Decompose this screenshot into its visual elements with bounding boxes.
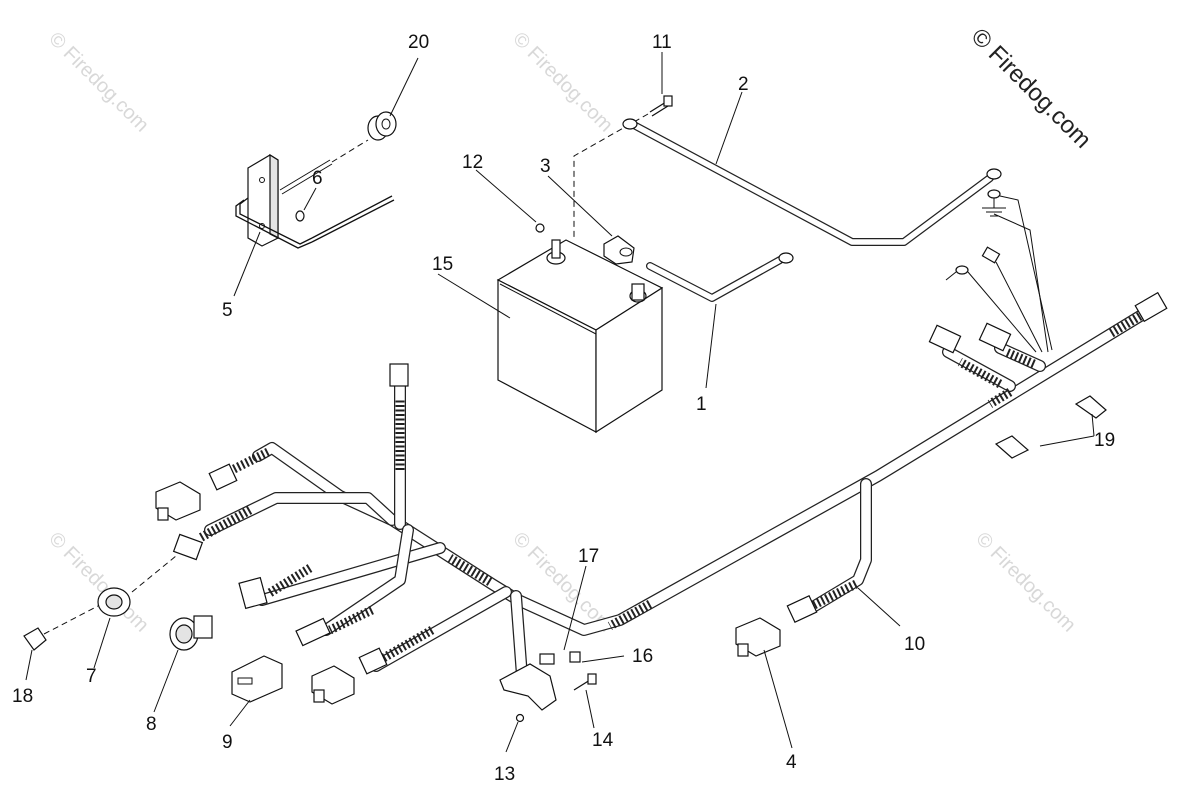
callout-1: 1 — [696, 394, 707, 415]
callout-12: 12 — [462, 152, 483, 173]
callout-19: 19 — [1094, 430, 1115, 451]
hour-meter — [231, 655, 283, 703]
callout-3: 3 — [540, 156, 551, 177]
callout-10: 10 — [904, 634, 925, 655]
harness-connectors — [172, 291, 1168, 675]
ignition-switch — [97, 555, 177, 617]
callout-16: 16 — [632, 646, 653, 667]
relay-left-bottom — [311, 665, 355, 705]
ignition-key — [23, 605, 99, 651]
bolt-11 — [573, 95, 673, 238]
callout-11: 11 — [652, 32, 672, 53]
relay-left-top — [155, 481, 201, 521]
callout-18: 18 — [12, 686, 33, 707]
bolt-12 — [535, 223, 545, 233]
positive-cable — [646, 252, 794, 302]
watermark-top-left: © Firedog.com — [44, 28, 153, 137]
callout-13: 13 — [494, 764, 515, 785]
ground-cable — [622, 118, 1002, 246]
leader-lines — [25, 52, 1095, 753]
grommet — [367, 111, 397, 141]
terminal-cover — [603, 235, 635, 265]
watermark-bottom-left: © Firedog.com — [44, 528, 153, 637]
indicator-lamp — [169, 615, 213, 651]
callout-15: 15 — [432, 254, 453, 275]
watermark-bottom-right: © Firedog.com — [971, 528, 1080, 637]
callout-7: 7 — [86, 666, 97, 687]
ground-pigtails — [945, 189, 1053, 353]
callout-2: 2 — [738, 74, 749, 95]
callout-4: 4 — [786, 752, 797, 773]
watermark-main: © Firedog.com — [966, 23, 1097, 154]
mounting-bracket — [235, 139, 395, 249]
main-harness — [197, 304, 1156, 682]
watermark-top-center: © Firedog.com — [508, 28, 617, 137]
relay-right — [735, 617, 781, 657]
fuse-holder — [499, 651, 597, 723]
callout-20: 20 — [408, 32, 429, 53]
callout-6: 6 — [312, 168, 323, 189]
battery — [496, 239, 664, 434]
harness-clips — [994, 395, 1107, 459]
callout-9: 9 — [222, 732, 233, 753]
callout-14: 14 — [592, 730, 614, 751]
callout-numbers: 20 11 2 12 3 6 15 5 1 19 17 16 10 7 18 8… — [12, 32, 1115, 785]
callout-17: 17 — [578, 546, 599, 567]
callout-5: 5 — [222, 300, 233, 321]
callout-8: 8 — [146, 714, 157, 735]
